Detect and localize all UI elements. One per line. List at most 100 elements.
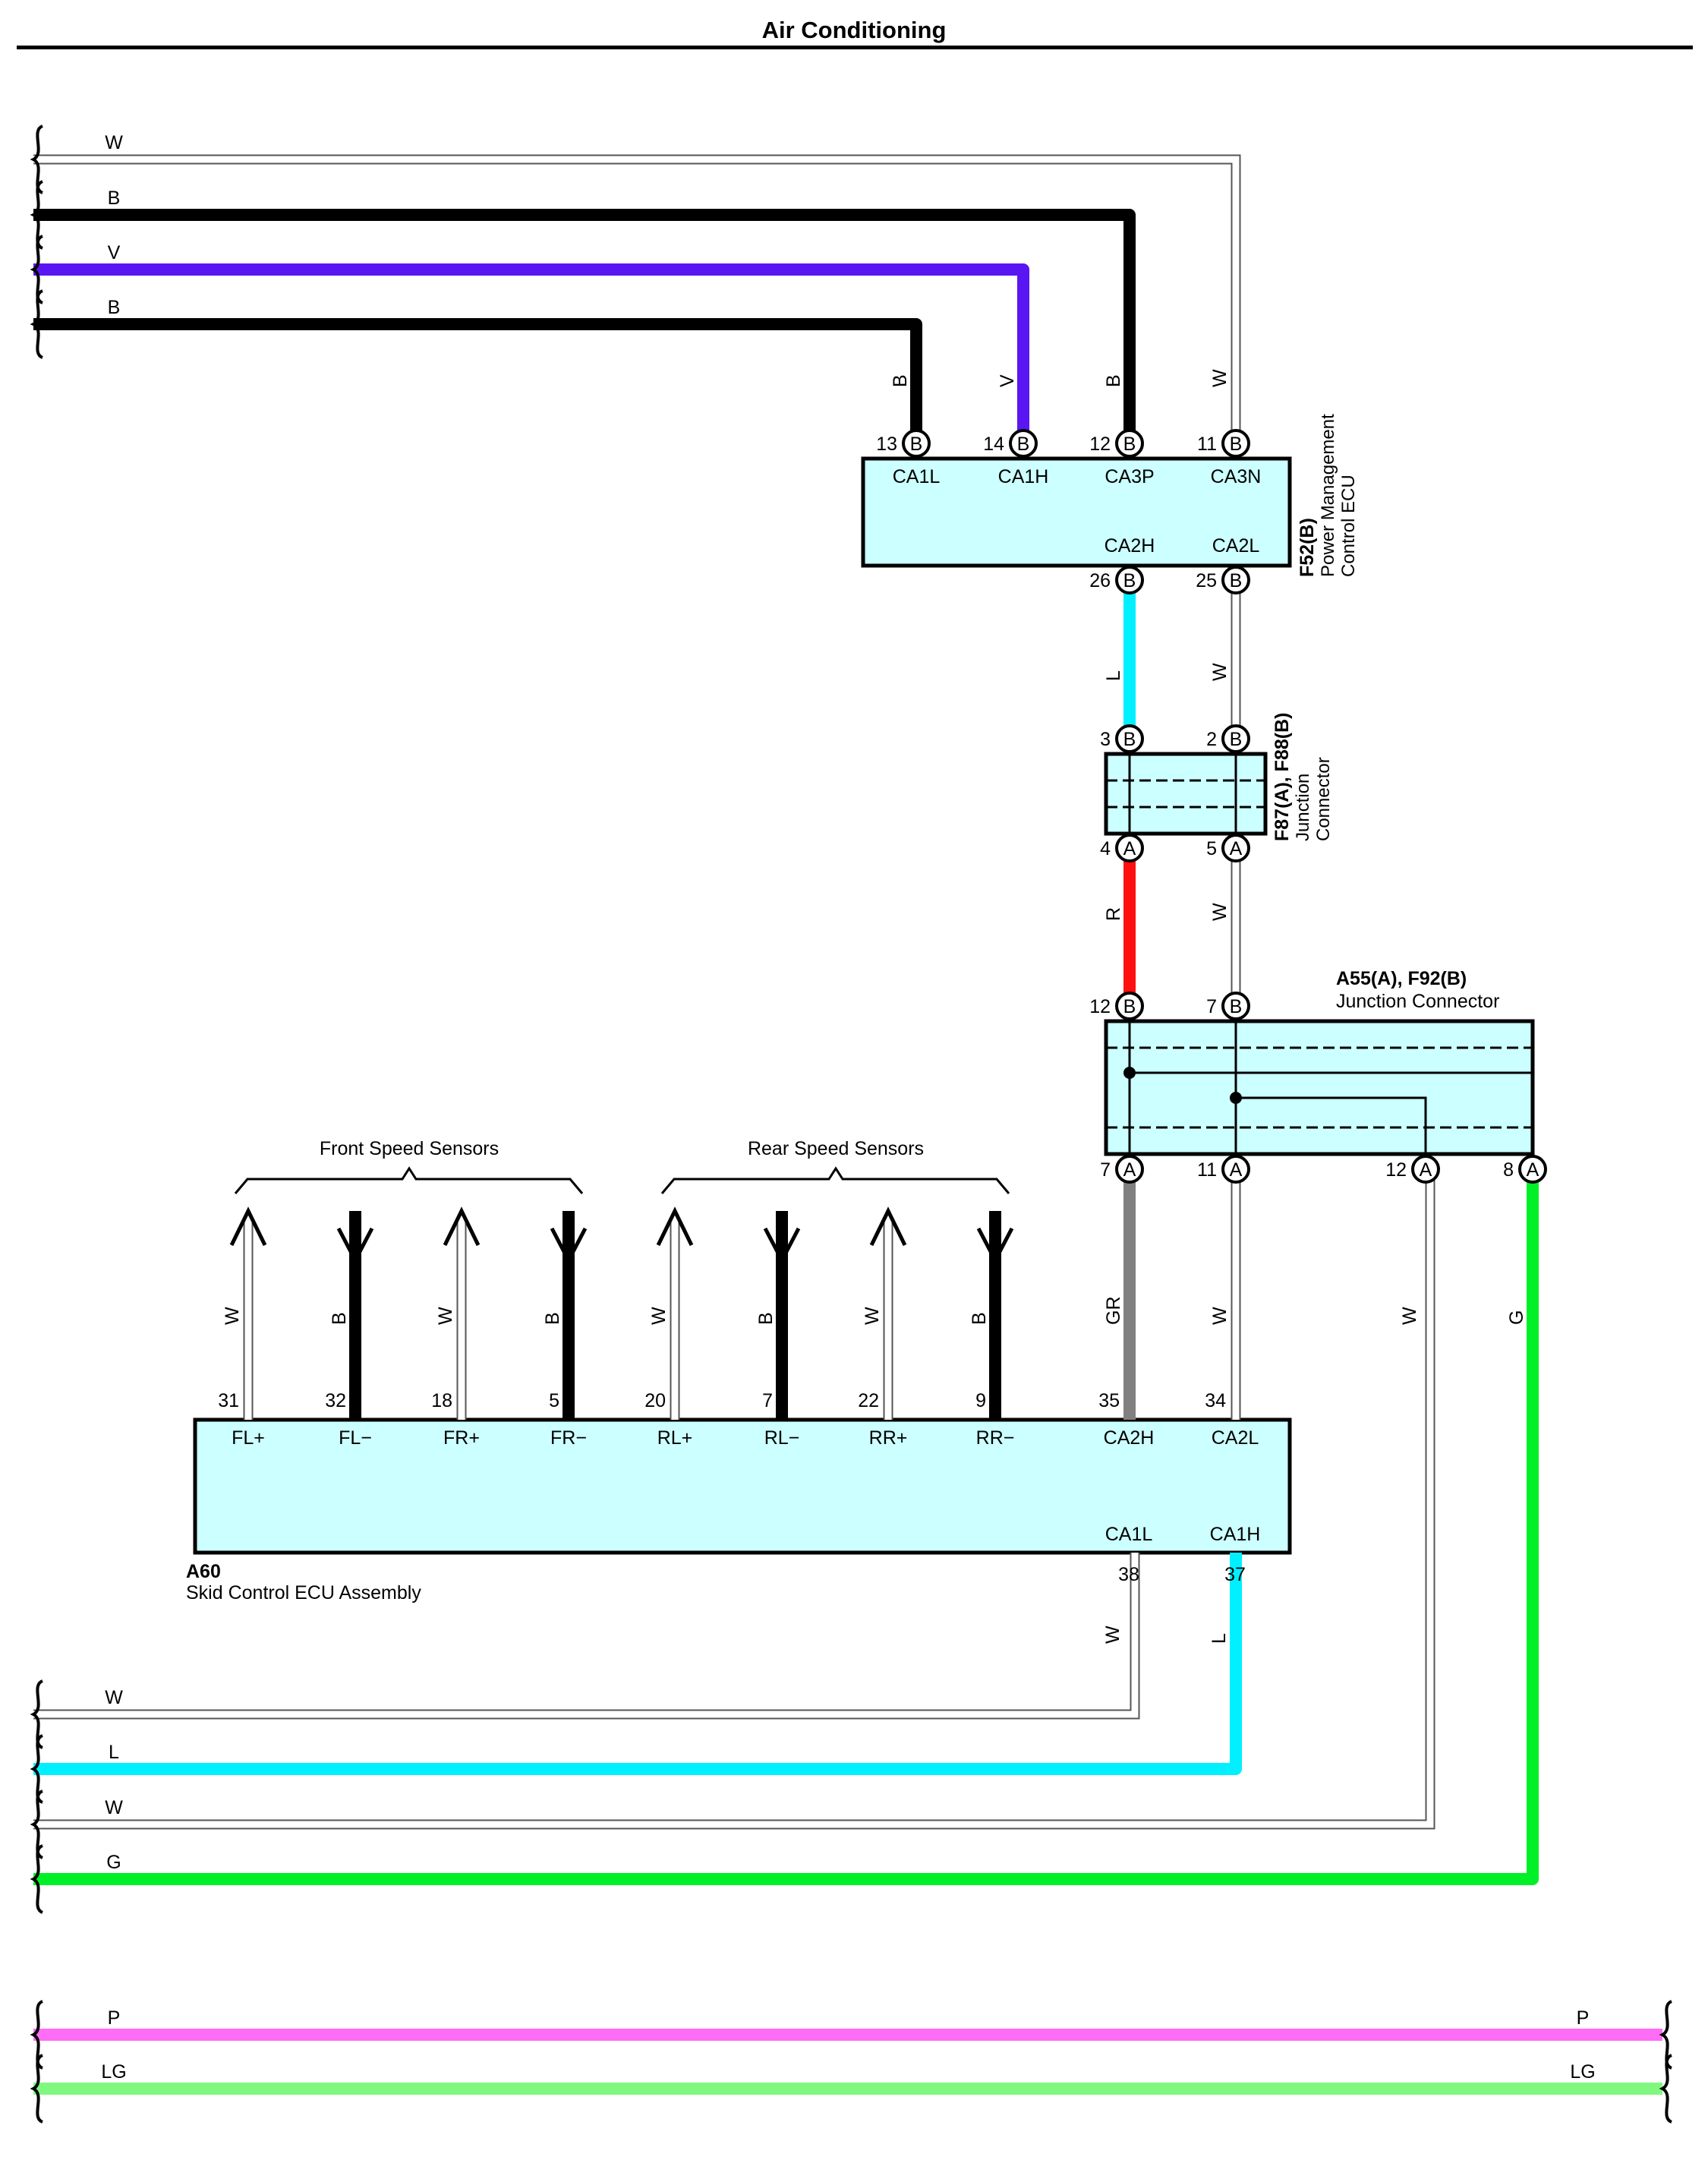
jc1-code: F87(A), F88(B) xyxy=(1272,713,1293,841)
pin-number: 35 xyxy=(1098,1390,1120,1411)
bottom-wire-label: W xyxy=(105,1797,123,1818)
page-title: Air Conditioning xyxy=(762,17,947,43)
top-wire-W xyxy=(33,156,1240,443)
pin-name-ca2h: CA2H xyxy=(1105,535,1155,557)
pm-top-pin xyxy=(902,429,931,458)
pin-name-skid-ca2l: CA2L xyxy=(1212,1427,1259,1449)
top-wire-B xyxy=(33,209,1136,443)
pm-wire-code: B xyxy=(890,374,911,387)
jc1-top-pin xyxy=(1221,724,1250,753)
junction-connector-1-label: F87(A), F88(B) Junction Connector xyxy=(1272,713,1334,841)
jc2-top-pin xyxy=(1221,992,1250,1020)
pin-name-ca1h: CA1H xyxy=(998,466,1049,487)
pin-name-fl-plus: FL+ xyxy=(232,1427,265,1449)
pass-wire-label-right: P xyxy=(1577,2007,1590,2029)
pin-name-skid-ca1h: CA1H xyxy=(1210,1524,1261,1545)
pin-name-fl-minus: FL− xyxy=(339,1427,372,1449)
sensor-arrow-open xyxy=(229,1206,267,1247)
pin-number: 7 xyxy=(1100,1159,1111,1181)
jc2-bottom-pin xyxy=(1115,1155,1144,1184)
pm-top-pin xyxy=(1115,429,1144,458)
wire-code: GR xyxy=(1103,1297,1124,1326)
sensor-arrow-closed xyxy=(550,1227,588,1265)
wire-code: W xyxy=(435,1307,456,1325)
wire-layer xyxy=(33,154,1662,2095)
pin-number: 32 xyxy=(325,1390,346,1411)
ecu-code: F52(B) xyxy=(1297,518,1318,577)
sensor-arrow-closed xyxy=(763,1227,801,1265)
pin-letter: B xyxy=(1230,570,1243,591)
top-wire-break xyxy=(30,289,44,359)
wire-code: L xyxy=(1103,670,1124,681)
bottom-wire-L xyxy=(33,1553,1242,1775)
splice-dot xyxy=(1230,1092,1242,1104)
jc1-top-pin xyxy=(1115,724,1144,753)
pin-letter: B xyxy=(1230,996,1243,1017)
pin-name-rr-minus: RR− xyxy=(976,1427,1015,1449)
pass-wire-label: P xyxy=(108,2007,121,2029)
wire-code: B xyxy=(755,1312,777,1325)
jc2-bottom-pin xyxy=(1518,1155,1547,1184)
pin-number: 5 xyxy=(1206,838,1217,859)
pin-number: 12 xyxy=(1089,434,1111,455)
bottom-wire-label: W xyxy=(105,1687,123,1708)
wire-code: R xyxy=(1103,907,1124,921)
pin-number: 11 xyxy=(1197,1159,1217,1181)
pm-wire-code: V xyxy=(997,374,1018,387)
top-wire-label: V xyxy=(108,242,121,263)
front-speed-sensors-label: Front Speed Sensors xyxy=(320,1138,499,1159)
wire-code: W xyxy=(862,1307,883,1325)
pin-number: 18 xyxy=(431,1390,452,1411)
jc2-top-pin xyxy=(1115,992,1144,1020)
pin-number: 31 xyxy=(218,1390,239,1411)
top-wire-label: B xyxy=(108,297,121,318)
pin-number: 26 xyxy=(1089,570,1111,591)
bottom-wire-W xyxy=(33,1553,1139,1718)
pin-number: 13 xyxy=(876,434,897,455)
ecu-name-line2: Control ECU xyxy=(1338,475,1359,577)
skid-name: Skid Control ECU Assembly xyxy=(186,1582,421,1603)
top-wire-label: W xyxy=(105,132,123,153)
sensor-arrow-open xyxy=(443,1206,481,1247)
sensor-arrow-open xyxy=(656,1206,694,1247)
jc1-bottom-pin xyxy=(1115,834,1144,862)
pin-number: 12 xyxy=(1385,1159,1407,1181)
pass-wire-label: LG xyxy=(101,2061,126,2083)
pin-letter: A xyxy=(1230,1159,1243,1181)
power-management-ecu xyxy=(861,456,1292,568)
pin-number: 9 xyxy=(975,1390,986,1411)
pin-name-skid-ca2h: CA2H xyxy=(1104,1427,1155,1449)
pin-name-rl-minus: RL− xyxy=(764,1427,800,1449)
pin-number: 11 xyxy=(1197,434,1217,455)
pin-name-rl-plus: RL+ xyxy=(657,1427,693,1449)
pin-number: 38 xyxy=(1118,1564,1139,1585)
bottom-wire-break xyxy=(30,1844,44,1914)
pin-name-ca3p: CA3P xyxy=(1105,466,1154,487)
pm-top-pin xyxy=(1221,429,1250,458)
wire-code: B xyxy=(542,1312,563,1325)
pin-name-ca2l: CA2L xyxy=(1212,535,1260,557)
pin-number: 34 xyxy=(1205,1390,1226,1411)
rear-speed-sensors-label: Rear Speed Sensors xyxy=(748,1138,924,1159)
pin-letter: A xyxy=(1123,838,1136,859)
wire-code: W xyxy=(1209,1307,1231,1325)
pm-bottom-pin xyxy=(1115,566,1144,594)
pass-wire-label-right: LG xyxy=(1570,2061,1595,2083)
pin-number: 5 xyxy=(549,1390,559,1411)
wire-code: W xyxy=(1102,1626,1123,1644)
top-wire-label: B xyxy=(108,188,121,209)
pin-letter: A xyxy=(1527,1159,1539,1181)
wire-code: G xyxy=(1506,1310,1527,1325)
jc1-bottom-pin xyxy=(1221,834,1250,862)
pin-letter: A xyxy=(1123,1159,1136,1181)
bottom-wire-W xyxy=(33,1169,1434,1828)
skid-control-ecu xyxy=(193,1417,1292,1555)
splice-dot xyxy=(1123,1067,1136,1079)
sensor-arrow-closed xyxy=(976,1227,1014,1265)
front-sensors-bracket xyxy=(234,1166,584,1194)
pin-number: 22 xyxy=(858,1390,879,1411)
jc2-internal xyxy=(1236,1096,1427,1169)
bottom-wire-label: G xyxy=(106,1852,121,1873)
